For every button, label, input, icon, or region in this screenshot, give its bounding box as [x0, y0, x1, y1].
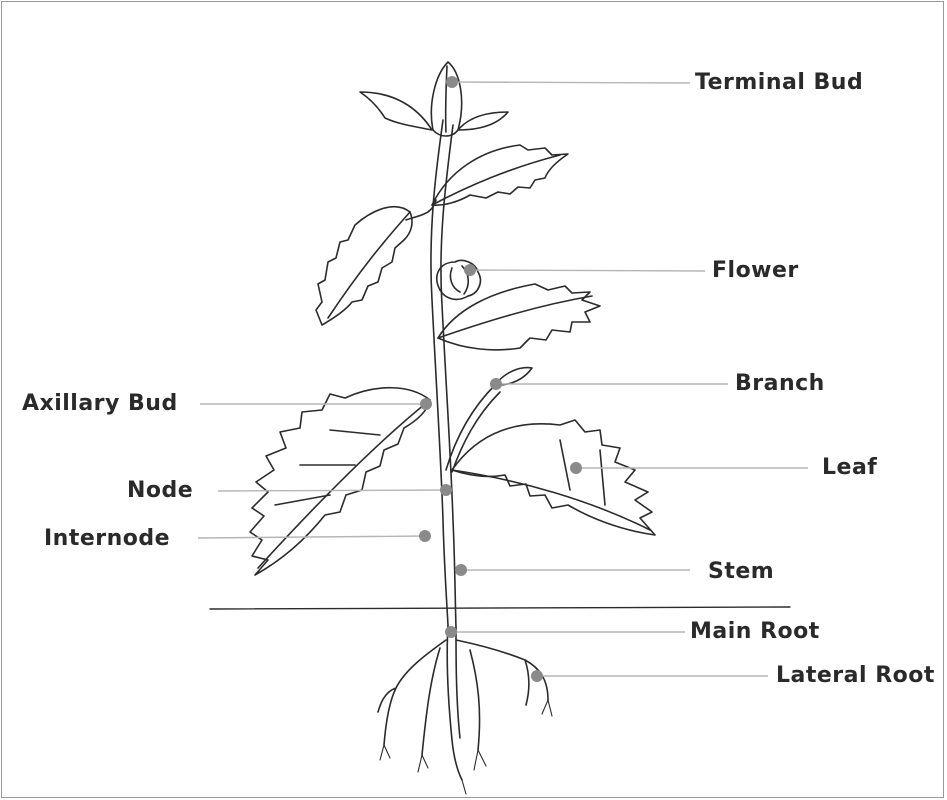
label-axillary-bud: Axillary Bud [22, 391, 178, 417]
marker-lateral-root [531, 670, 543, 682]
label-internode: Internode [44, 526, 170, 552]
marker-internode [419, 530, 431, 542]
leader-flower [470, 270, 705, 271]
main-root [447, 625, 462, 780]
root-fine-hairs [380, 700, 552, 794]
branch-stem [446, 385, 500, 472]
leader-terminal-bud [452, 82, 690, 83]
main-stem [431, 120, 456, 628]
leader-node [218, 490, 446, 491]
label-node: Node [127, 478, 193, 504]
upper-left-leaf-vein [328, 212, 410, 318]
upper-side-stem [406, 200, 436, 220]
marker-main-root [445, 626, 457, 638]
marker-branch [490, 378, 502, 390]
label-lateral-root: Lateral Root [776, 663, 935, 689]
marker-terminal-bud [446, 76, 458, 88]
label-main-root: Main Root [690, 619, 820, 645]
marker-stem [455, 564, 467, 576]
marker-leaf [570, 462, 582, 474]
terminal-bud-vein [446, 66, 447, 132]
marker-axillary-bud [420, 398, 432, 410]
root-right-branch [456, 640, 548, 750]
marker-node [440, 484, 452, 496]
leader-lines [198, 82, 808, 676]
label-stem: Stem [708, 559, 774, 585]
leader-internode [198, 536, 425, 538]
label-terminal-bud: Terminal Bud [695, 70, 863, 96]
large-right-leaf-vein [452, 440, 650, 530]
upper-right-leaf-vein [432, 155, 560, 205]
marker-flower [464, 264, 476, 276]
upper-left-leaf [316, 207, 412, 325]
top-left-leaf [360, 92, 432, 130]
upper-right-leaf [432, 145, 568, 205]
label-flower: Flower [712, 258, 799, 284]
label-branch: Branch [735, 371, 825, 397]
label-leaf: Leaf [822, 455, 877, 481]
top-right-leaf [458, 112, 508, 130]
middle-right-leaf [438, 284, 600, 350]
soil-line [210, 607, 790, 609]
large-left-leaf-vein [258, 400, 430, 568]
root-left-branch [378, 640, 446, 755]
